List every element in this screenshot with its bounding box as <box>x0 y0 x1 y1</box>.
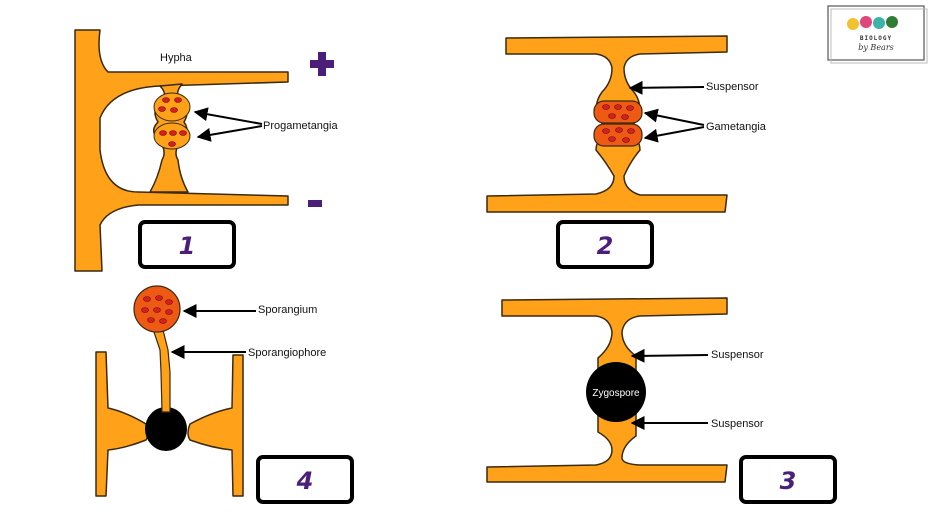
progametangium-lower <box>153 122 191 150</box>
panel-4-germination: Sporangium Sporangiophore 4 <box>95 285 354 504</box>
nuclei-group-2 <box>602 104 635 143</box>
hypha-shape-1 <box>74 29 289 272</box>
sporangium-label: Sporangium <box>258 304 317 316</box>
panel-1-progametangia: Hypha Progametangia 1 <box>74 29 338 272</box>
biology-by-bears-logo: BIOLOGY by Bears <box>827 5 928 64</box>
stage-number-3: 3 <box>780 467 797 495</box>
suspensor-label-2: Suspensor <box>706 81 759 93</box>
sporangiophore-label: Sporangiophore <box>248 347 326 359</box>
minus-sign <box>308 200 322 207</box>
stage-number-4: 4 <box>296 467 314 495</box>
sporangiophore <box>151 325 171 413</box>
arrow-progametangia-upper <box>193 107 263 125</box>
nuclei-group-1 <box>158 97 187 147</box>
hypha-shape-4 <box>95 351 149 497</box>
gametangia-label: Gametangia <box>706 121 767 133</box>
plus-sign <box>310 52 334 76</box>
stage-number-2: 2 <box>597 232 614 260</box>
arrow-suspensor-top <box>630 348 709 363</box>
germinating-zygospore <box>145 407 187 451</box>
logo-line2: by Bears <box>858 43 894 52</box>
panel-2-gametangia: Suspensor Gametangia 2 <box>486 35 767 269</box>
stage-number-1: 1 <box>179 232 196 260</box>
arrow-suspensor-2 <box>628 80 705 95</box>
logo-line1: BIOLOGY <box>860 35 892 42</box>
suspensor-top-label: Suspensor <box>711 349 764 361</box>
spores <box>141 295 173 324</box>
arrow-progametangia-lower <box>196 125 263 142</box>
arrow-gametangia-lower <box>643 126 705 143</box>
panel-3-zygospore: Zygospore Suspensor Suspensor 3 <box>486 297 837 504</box>
hypha-label: Hypha <box>160 52 193 64</box>
stage-box-4 <box>256 455 354 504</box>
arrow-gametangia-upper <box>643 108 705 126</box>
stage-box-1 <box>138 220 236 269</box>
stage-box-3 <box>739 455 837 504</box>
zygospore <box>586 362 646 422</box>
stage-box-2 <box>556 220 654 269</box>
zygospore-label: Zygospore <box>592 388 640 399</box>
progametangia-label: Progametangia <box>263 120 338 132</box>
suspensor-bottom-label: Suspensor <box>711 418 764 430</box>
hypha-shape-4b <box>187 354 244 497</box>
